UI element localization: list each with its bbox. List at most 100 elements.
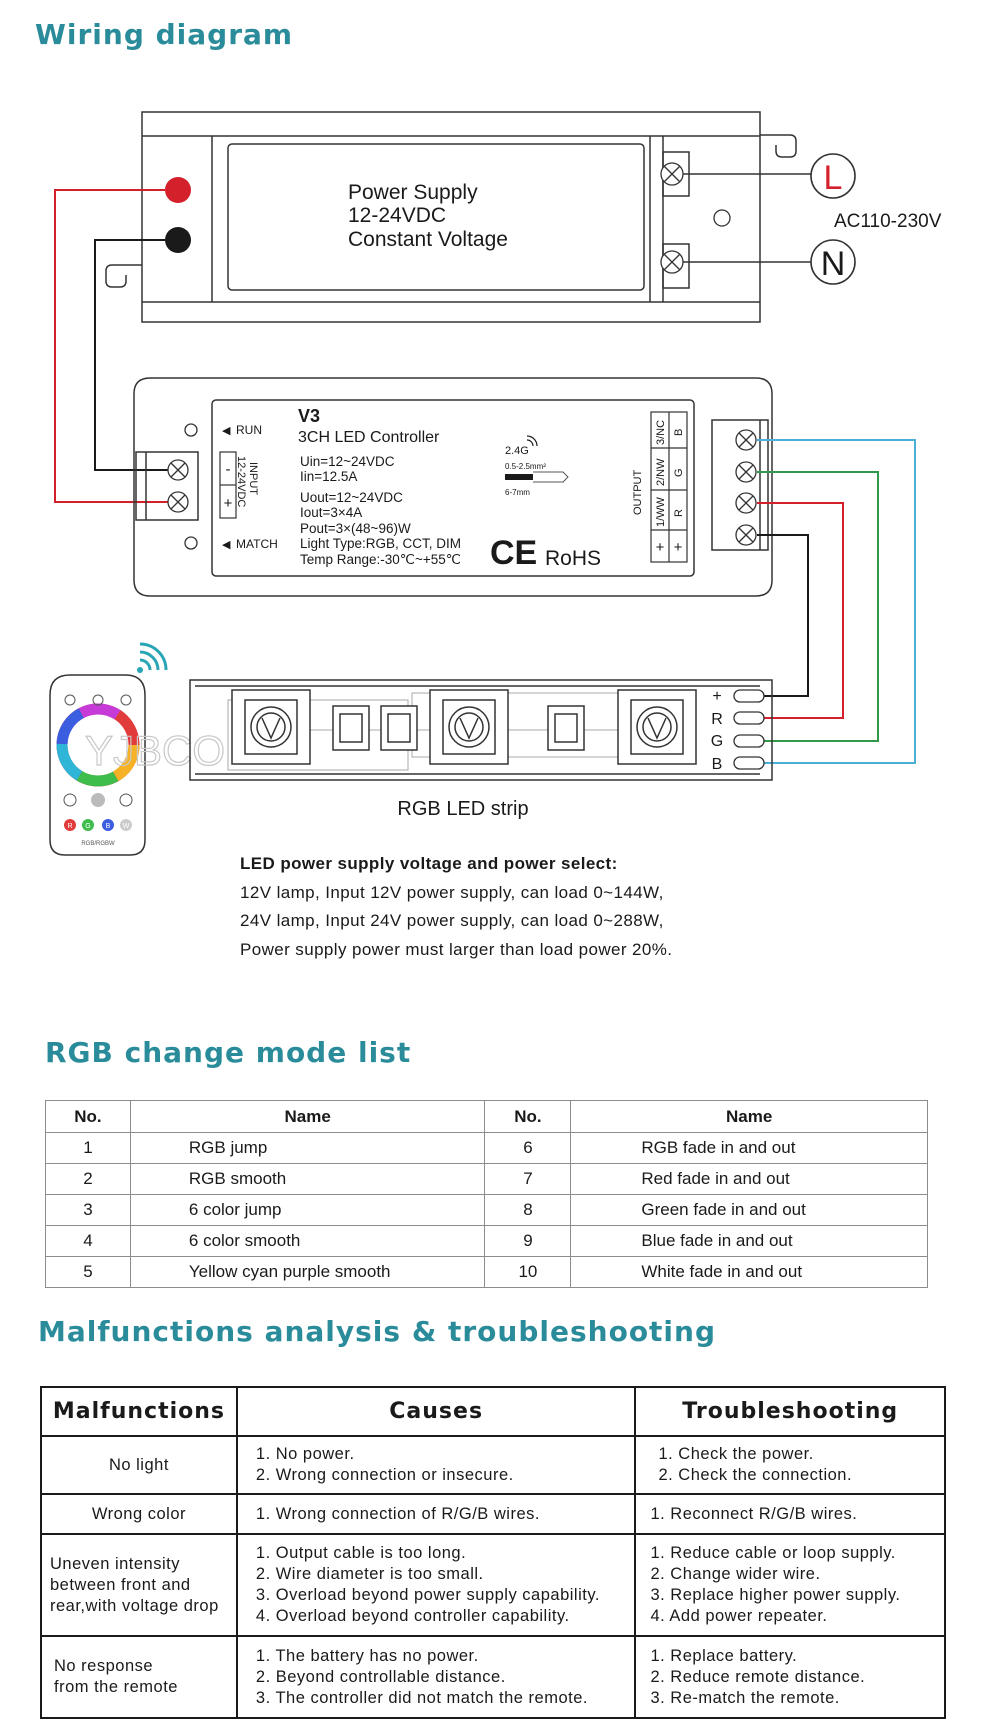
out-channel: +: [656, 539, 665, 556]
table-row: No light 1. No power. 2. Wrong connectio…: [40, 1435, 946, 1495]
wiring-diagram: Power Supply 12-24VDC Constant Voltage L…: [49, 111, 942, 856]
input-label: INPUT: [247, 462, 259, 495]
troubleshooting-cell: 1. Replace battery. 2. Reduce remote dis…: [634, 1635, 946, 1719]
rohs-mark: RoHS: [545, 547, 601, 570]
column-header: Malfunctions: [40, 1386, 238, 1437]
malfunction-cell: No response from the remote: [40, 1635, 238, 1719]
table-row: 2 RGB smooth 7 Red fade in and out: [45, 1163, 928, 1195]
table-row: Uneven intensity between front and rear,…: [40, 1533, 946, 1637]
svg-text:◀: ◀: [222, 425, 231, 437]
table-header-row: No. Name No. Name: [45, 1100, 928, 1133]
spec-line: Temp Range:-30℃~+55℃: [300, 552, 461, 567]
table-row: 4 6 color smooth 9 Blue fade in and out: [45, 1225, 928, 1257]
mode-name: RGB jump: [129, 1132, 486, 1164]
malfunction-cell: Uneven intensity between front and rear,…: [40, 1533, 238, 1637]
out-color: +: [674, 539, 683, 556]
out-channel: 3/NC: [655, 420, 667, 445]
mode-number: 6: [484, 1132, 572, 1164]
wireless-signal-icon: [139, 642, 168, 671]
mode-table: No. Name No. Name 1 RGB jump 6 RGB fade …: [45, 1100, 928, 1288]
mode-number: 5: [45, 1256, 131, 1288]
remote-control: R G B W RGB/RGBW: [49, 642, 168, 856]
mode-name: RGB fade in and out: [570, 1132, 928, 1164]
watermark-logo: YJBCO: [85, 727, 225, 774]
malfunction-cell: No light: [40, 1435, 238, 1495]
note-line: 12V lamp, Input 12V power supply, can lo…: [240, 882, 664, 902]
mode-number: 10: [484, 1256, 572, 1288]
ps-line2: 12-24VDC: [348, 204, 446, 227]
causes-cell: 1. Wrong connection of R/G/B wires.: [235, 1493, 637, 1535]
causes-cell: 1. No power. 2. Wrong connection or inse…: [235, 1435, 637, 1495]
table-header-row: Malfunctions Causes Troubleshooting: [40, 1386, 946, 1437]
troubleshooting-cell: 1. Reduce cable or loop supply. 2. Chang…: [634, 1533, 946, 1637]
controller-model: V3: [298, 406, 320, 426]
column-header: Name: [570, 1100, 928, 1133]
mode-name: Green fade in and out: [570, 1194, 928, 1226]
strip-label: RGB LED strip: [397, 798, 528, 820]
out-color: G: [673, 468, 685, 477]
note-title: LED power supply voltage and power selec…: [240, 854, 618, 873]
spec-line: Uout=12~24VDC: [300, 490, 403, 505]
input-plus: +: [224, 495, 233, 512]
spec-line: Light Type:RGB, CCT, DIM: [300, 536, 461, 551]
column-header: No.: [45, 1100, 131, 1133]
spec-line: Pout=3×(48~96)W: [300, 521, 411, 536]
run-label: RUN: [236, 423, 262, 437]
remote-model: RGB/RGBW: [81, 841, 115, 847]
strip-pin: G: [711, 733, 723, 750]
remote-key: B: [106, 823, 111, 830]
remote-key: G: [85, 823, 90, 830]
strip-pin: R: [711, 711, 723, 728]
input-minus: -: [226, 461, 231, 478]
ps-line3: Constant Voltage: [348, 228, 508, 251]
mode-number: 1: [45, 1132, 131, 1164]
mode-name: RGB smooth: [129, 1163, 486, 1195]
input-voltage: 12-24VDC: [235, 456, 247, 507]
mode-name: 6 color jump: [129, 1194, 486, 1226]
table-row: No response from the remote 1. The batte…: [40, 1635, 946, 1719]
strip-length: 6-7mm: [505, 488, 530, 497]
mode-number: 9: [484, 1225, 572, 1257]
note-line: 24V lamp, Input 24V power supply, can lo…: [240, 911, 664, 930]
mode-name: Blue fade in and out: [570, 1225, 928, 1257]
table-row: Wrong color 1. Wrong connection of R/G/B…: [40, 1493, 946, 1535]
ps-line1: Power Supply: [348, 181, 478, 204]
strip-pin: B: [712, 756, 723, 773]
out-channel: 1/WW: [655, 496, 667, 527]
spec-line: Iin=12.5A: [300, 469, 357, 484]
spec-line: Iout=3×4A: [300, 505, 362, 520]
malfunction-table: Malfunctions Causes Troubleshooting No l…: [40, 1386, 946, 1719]
mode-number: 3: [45, 1194, 131, 1226]
live-symbol: [810, 153, 856, 199]
controller-name: 3CH LED Controller: [298, 429, 440, 446]
mode-name: Red fade in and out: [570, 1163, 928, 1195]
column-header: No.: [484, 1100, 572, 1133]
svg-text:◀: ◀: [222, 539, 231, 551]
ps-negative-terminal: [165, 227, 191, 253]
led-strip: [189, 679, 773, 781]
ac-voltage: AC110-230V: [834, 211, 942, 232]
table-row: 5 Yellow cyan purple smooth 10 White fad…: [45, 1256, 928, 1288]
out-channel: 2/NW: [655, 458, 667, 486]
match-label: MATCH: [236, 537, 278, 551]
causes-cell: 1. Output cable is too long. 2. Wire dia…: [235, 1533, 637, 1637]
mode-number: 7: [484, 1163, 572, 1195]
mode-number: 8: [484, 1194, 572, 1226]
table-row: 1 RGB jump 6 RGB fade in and out: [45, 1132, 928, 1164]
remote-key: R: [67, 823, 72, 830]
malfunction-cell: Wrong color: [40, 1493, 238, 1535]
live-label: L: [824, 159, 843, 197]
mode-name: Yellow cyan purple smooth: [129, 1256, 486, 1288]
ce-mark: CE: [490, 534, 537, 572]
wire-size: 0.5-2.5mm²: [505, 462, 546, 471]
power-select-note: LED power supply voltage and power selec…: [240, 850, 672, 964]
controller: [133, 377, 773, 597]
mode-number: 4: [45, 1225, 131, 1257]
wireless-icon: [526, 435, 538, 447]
troubleshooting-cell: 1. Check the power. 2. Check the connect…: [634, 1435, 946, 1495]
out-color: R: [673, 509, 685, 517]
neutral-symbol: [810, 239, 856, 285]
causes-cell: 1. The battery has no power. 2. Beyond c…: [235, 1635, 637, 1719]
mode-number: 2: [45, 1163, 131, 1195]
mode-name: 6 color smooth: [129, 1225, 486, 1257]
